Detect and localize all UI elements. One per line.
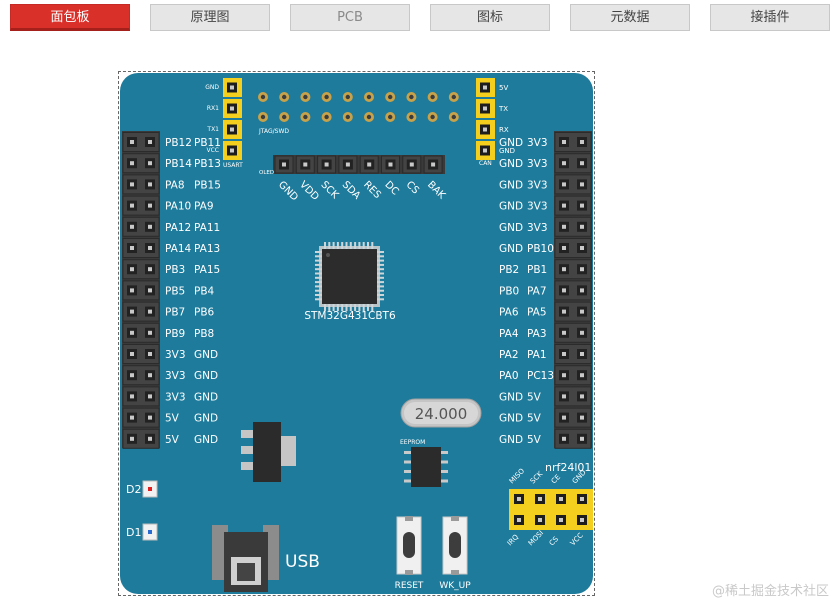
right-pin-label: PB10 [527,243,554,255]
right-pin-label: 5V [527,434,542,446]
left-pin-label: PB7 [165,307,185,319]
right-pin-label: 3V3 [527,222,548,234]
right-pin-label: PA5 [527,307,547,319]
oled-header [273,155,445,174]
right-pin-label: 3V3 [527,158,548,170]
left-pin-label: PB6 [194,307,215,319]
left-pin-label: PB15 [194,179,221,191]
pcb-board[interactable] [120,73,593,594]
left-pin-label: 3V3 [165,370,186,382]
right-pin-label: PA7 [527,285,547,297]
left-pin-label: PA10 [165,201,191,213]
right-pin-label: PA2 [499,349,519,361]
left-pin-label: PA12 [165,222,191,234]
left-pin-label: PA14 [165,243,192,255]
usart-label: USART [223,162,243,169]
left-pin-label: PB12 [165,137,192,149]
left-pin-label: PB8 [194,328,214,340]
left-pin-label: PB9 [165,328,185,340]
right-pin-label: GND [499,391,523,403]
right-pin-label: 5V [527,391,542,403]
left-pin-label: GND [194,370,218,382]
right-pin-label: PA4 [499,328,519,340]
usart-pin-label: VCC [207,147,219,154]
left-pin-label: PB4 [194,285,215,297]
right-pin-label: 3V3 [527,201,548,213]
right-pin-label: GND [499,413,523,425]
usb-label: USB [285,552,320,572]
left-pin-label: 5V [165,413,180,425]
right-pin-label: GND [499,158,523,170]
left-pin-label: GND [194,413,218,425]
left-pin-label: PA8 [165,179,185,191]
right-pin-label: GND [499,201,523,213]
left-pin-label: PA13 [194,243,220,255]
right-pin-label: GND [499,434,523,446]
right-pin-label: PA6 [499,307,519,319]
button-label: WK_UP [439,581,471,591]
right-pin-label: PC13 [527,370,554,382]
right-pin-label: GND [499,137,523,149]
left-pin-label: PB13 [194,158,221,170]
can-label: CAN [479,160,492,167]
right-pin-label: 3V3 [527,137,548,149]
left-pin-label: PA11 [194,222,220,234]
eeprom-chip[interactable] [411,447,441,487]
left-pin-label: GND [194,349,218,361]
right-pin-label: GND [499,222,523,234]
right-pin-label: PA0 [499,370,519,382]
usart-pin-label: GND [205,84,219,91]
right-pin-label: PB2 [499,264,519,276]
left-pin-label: GND [194,434,218,446]
right-pin-label: 3V3 [527,179,548,191]
left-pin-label: 3V3 [165,349,186,361]
can-pin-label: RX [499,126,509,134]
usart-pin-label: TX1 [206,126,219,133]
right-pin-label: GND [499,179,523,191]
left-pin-label: PB5 [165,285,185,297]
button-cap[interactable] [449,532,461,558]
left-pin-label: PA15 [194,264,220,276]
left-pin-label: PB3 [165,264,185,276]
tab-metadata[interactable]: 元数据 [570,4,690,31]
tab-icon[interactable]: 图标 [430,4,550,31]
watermark: @稀土掘金技术社区 [711,584,829,599]
led-label: D2 [126,483,141,496]
right-pin-label: PB1 [527,264,547,276]
tab-pcb[interactable]: PCB [290,4,410,31]
right-pin-label: PA3 [527,328,547,340]
nrf-title: nrf24l01 [545,461,591,474]
mcu-chip[interactable] [322,249,377,304]
can-pin-label: 5V [499,84,508,92]
tab-schematic[interactable]: 原理图 [150,4,270,31]
eeprom-label: EEPROM [400,439,425,446]
left-pin-label: PB14 [165,158,192,170]
left-pin-label: 5V [165,434,180,446]
right-pin-label: PA1 [527,349,547,361]
mcu-label: STM32G431CBT6 [304,310,396,322]
tab-bar: 面包板 原理图 PCB 图标 元数据 接插件 [0,0,837,34]
left-pin-label: GND [194,391,218,403]
right-pin-label: GND [499,243,523,255]
tab-connectors[interactable]: 接插件 [710,4,830,31]
left-pin-label: PA9 [194,201,214,213]
right-pin-label: PB0 [499,285,519,297]
tab-breadboard[interactable]: 面包板 [10,4,130,31]
button-label: RESET [395,581,424,591]
crystal-label: 24.000 [415,405,468,423]
left-pin-label: 3V3 [165,391,186,403]
usart-pin-label: RX1 [207,105,219,112]
jtag-label: JTAG/SWD [258,128,289,135]
right-pin-label: 5V [527,413,542,425]
can-pin-label: GND [499,147,515,155]
voltage-regulator[interactable] [253,422,281,482]
button-cap[interactable] [403,532,415,558]
oled-label: OLED [259,170,274,176]
selection-frame [118,71,595,596]
can-pin-label: TX [498,105,508,113]
left-pin-label: PB11 [194,137,221,149]
led-label: D1 [126,526,141,539]
